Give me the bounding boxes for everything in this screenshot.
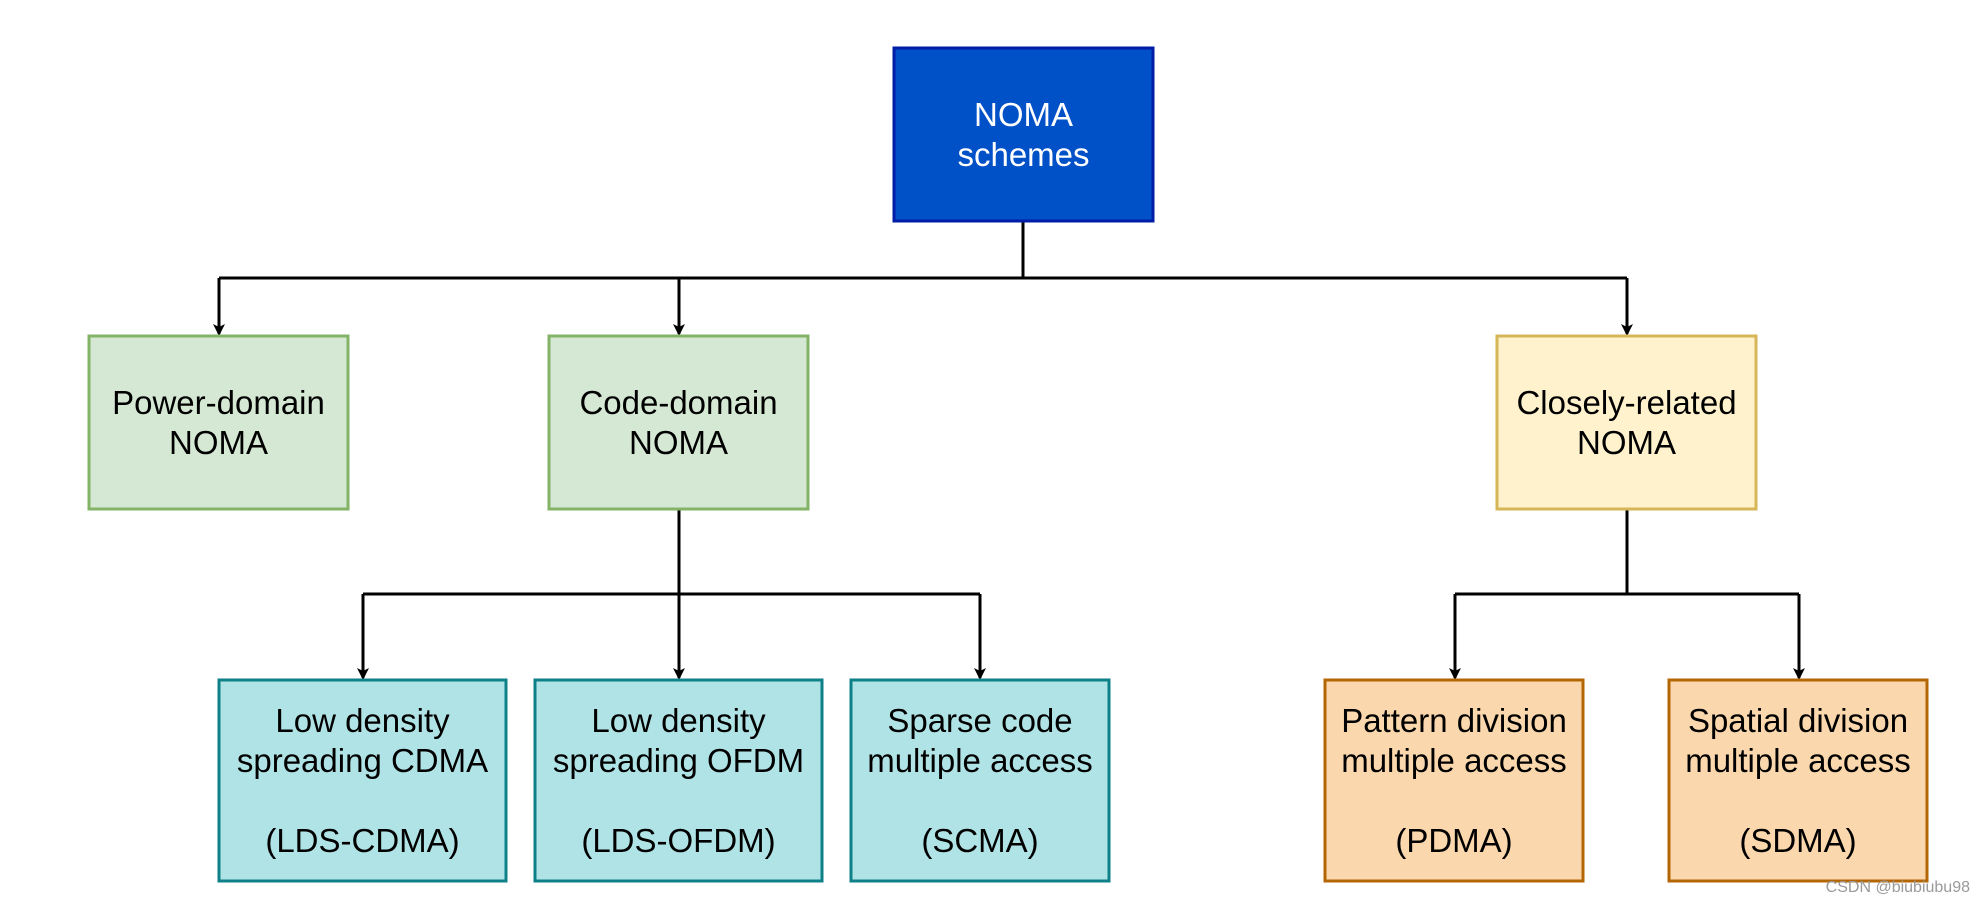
node-box xyxy=(849,678,1111,883)
node-box xyxy=(547,334,810,511)
node-label-line: (SDMA) xyxy=(1739,822,1856,859)
node-label-line: NOMA xyxy=(1577,424,1676,461)
node-label-line: Code-domain xyxy=(579,384,777,421)
node-label-line: Pattern division xyxy=(1341,702,1567,739)
node-label-line: spreading CDMA xyxy=(237,742,488,779)
node-label-line: Sparse code xyxy=(887,702,1072,739)
node-label-line: multiple access xyxy=(1685,742,1911,779)
node-label-line: Power-domain xyxy=(112,384,325,421)
node-box xyxy=(1323,678,1585,883)
node-label-line: (PDMA) xyxy=(1395,822,1512,859)
node-box xyxy=(533,678,824,883)
node-label-line: (LDS-OFDM) xyxy=(581,822,775,859)
node-label-line: spreading OFDM xyxy=(553,742,804,779)
node-label-line: schemes xyxy=(957,136,1089,173)
connectors-closely-related xyxy=(1449,509,1805,680)
node-label-line: Closely-related xyxy=(1516,384,1736,421)
node-box xyxy=(87,334,350,511)
node-label-line: Low density xyxy=(275,702,450,739)
node-label-line: NOMA xyxy=(169,424,268,461)
node-box xyxy=(1495,334,1758,511)
node-box xyxy=(1667,678,1929,883)
watermark: CSDN @biubiubu98 xyxy=(1825,879,1970,896)
node-box xyxy=(892,46,1155,223)
connectors-root xyxy=(213,221,1633,336)
node-label-line: (SCMA) xyxy=(921,822,1038,859)
node-box xyxy=(217,678,508,883)
node-label-line: Spatial division xyxy=(1688,702,1908,739)
node-label-line: multiple access xyxy=(1341,742,1567,779)
node-label-line: NOMA xyxy=(974,96,1073,133)
connectors-code-domain xyxy=(357,509,986,680)
node-label-line: (LDS-CDMA) xyxy=(265,822,459,859)
node-label-line: multiple access xyxy=(867,742,1093,779)
node-label-line: NOMA xyxy=(629,424,728,461)
node-label-line: Low density xyxy=(591,702,766,739)
